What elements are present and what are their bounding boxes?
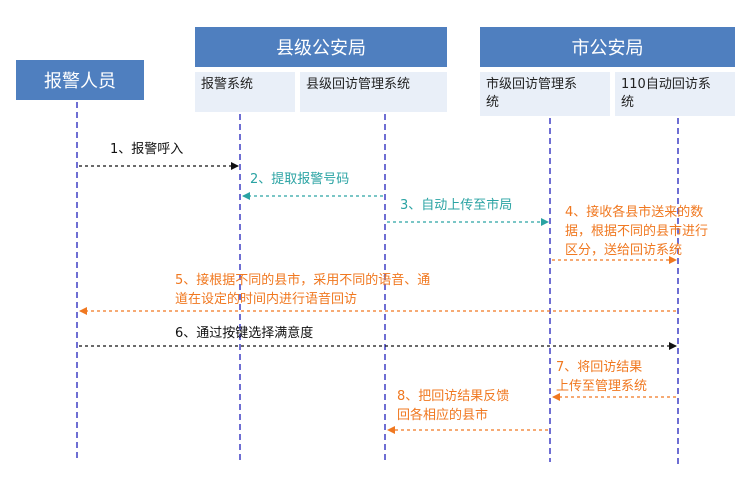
step7-label-line1: 7、将回访结果 xyxy=(556,360,642,375)
city-followup-system-label-line2: 统 xyxy=(486,95,500,110)
alarm-system-box: 报警系统 xyxy=(195,72,295,112)
step8-label-line2: 回各相应的县市 xyxy=(397,407,488,423)
city-bureau-label: 市公安局 xyxy=(571,38,644,59)
step3-label: 3、自动上传至市局 xyxy=(400,197,512,213)
step4-label-line3: 区分，送给回访系统 xyxy=(565,243,682,258)
city-followup-system-label-line1: 市级回访管理系 xyxy=(486,77,578,92)
county-bureau-label: 县级公安局 xyxy=(276,38,366,59)
county-followup-system-label: 县级回访管理系统 xyxy=(306,77,411,92)
step5-label-line1: 5、接根据不同的县市，采用不同的语音、通 xyxy=(175,272,430,288)
alarm-system-label: 报警系统 xyxy=(201,77,254,92)
step4-label-line1: 4、接收各县市送来的数 xyxy=(565,204,703,220)
auto110-system-label-line1: 110自动回访系 xyxy=(621,77,711,92)
county-followup-system-box: 县级回访管理系统 xyxy=(300,72,447,112)
step8-label-line1: 8、把回访结果反馈 xyxy=(397,389,509,404)
caller-label: 报警人员 xyxy=(44,71,116,92)
auto110-system-box: 110自动回访系 统 xyxy=(615,72,735,116)
step7-label-line2: 上传至管理系统 xyxy=(556,379,647,394)
step4-label-line2: 据，根据不同的县市进行 xyxy=(565,223,708,239)
city-followup-system-box: 市级回访管理系 统 xyxy=(480,72,610,116)
step2-label: 2、提取报警号码 xyxy=(250,171,349,187)
step6-label: 6、通过按键选择满意度 xyxy=(175,325,313,341)
auto110-system-label-line2: 统 xyxy=(621,95,635,110)
caller-header: 报警人员 xyxy=(16,60,144,100)
step5-label-line2: 道在设定的时间内进行语音回访 xyxy=(175,291,357,307)
step1-label: 1、报警呼入 xyxy=(110,141,183,157)
city-bureau-header: 市公安局 xyxy=(480,27,735,67)
county-bureau-header: 县级公安局 xyxy=(195,27,447,67)
